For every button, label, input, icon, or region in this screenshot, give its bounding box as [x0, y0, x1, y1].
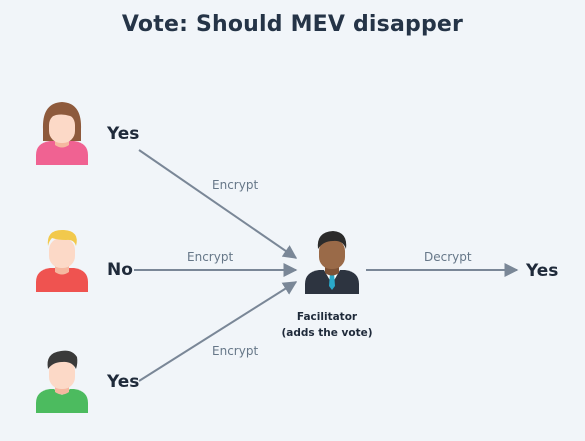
arrow-voter1-to-facilitator	[138, 149, 298, 259]
decrypt-label: Decrypt	[424, 250, 472, 264]
facilitator-label: Facilitator (adds the vote)	[272, 309, 382, 341]
encrypt-label-voter-2: Encrypt	[187, 250, 234, 264]
businessman-icon	[305, 231, 359, 294]
result-vote: Yes	[526, 261, 559, 281]
facilitator-name: Facilitator	[296, 311, 358, 323]
encrypt-label-voter-3: Encrypt	[212, 344, 259, 358]
encrypt-label-voter-1: Encrypt	[212, 178, 259, 192]
man-green-shirt-icon	[36, 350, 88, 413]
arrow-voter3-to-facilitator	[138, 281, 298, 382]
voter-1-vote: Yes	[107, 124, 140, 144]
voter-2-vote: No	[107, 260, 133, 280]
facilitator-note: (adds the vote)	[281, 327, 373, 339]
voter-3-vote: Yes	[107, 372, 140, 392]
diagram-title: Vote: Should MEV disapper	[121, 12, 464, 37]
woman-pink-shirt-icon	[36, 102, 88, 165]
man-blonde-red-shirt-icon	[36, 229, 88, 292]
